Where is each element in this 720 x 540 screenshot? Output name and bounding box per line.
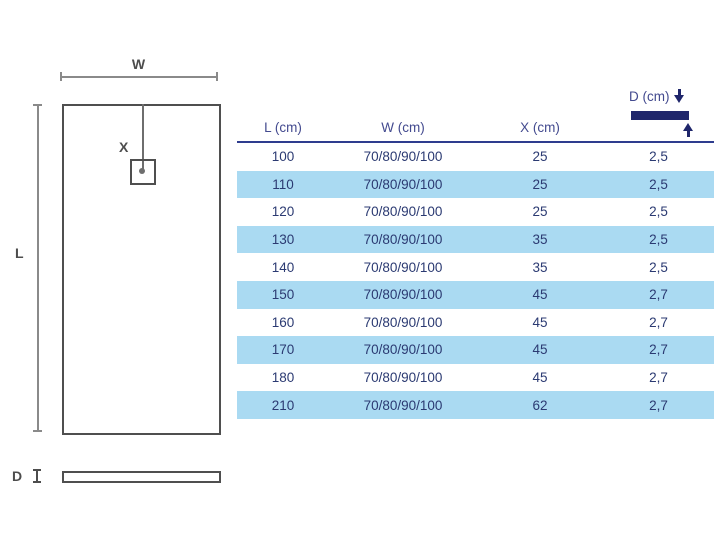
cell-depth: 2,5 <box>649 149 668 165</box>
depth-label: D <box>12 468 24 484</box>
drain-square <box>130 159 156 185</box>
length-dimension-line <box>37 104 39 432</box>
length-dimension-tick-top <box>33 104 42 106</box>
cell-length: 100 <box>271 149 295 165</box>
cell-width: 70/80/90/100 <box>363 287 443 303</box>
header-drain-offset: X (cm) <box>520 120 560 135</box>
cell-drain-offset: 25 <box>532 176 548 192</box>
cell-depth: 2,5 <box>649 204 668 220</box>
cell-drain-offset: 45 <box>532 342 548 358</box>
cell-depth: 2,5 <box>649 176 668 192</box>
cell-drain-offset: 25 <box>532 149 548 165</box>
cell-length: 160 <box>271 314 295 330</box>
cell-width: 70/80/90/100 <box>363 232 443 248</box>
cell-depth: 2,7 <box>649 314 668 330</box>
cell-drain-offset: 62 <box>532 397 548 413</box>
table-row: 160 70/80/90/100 45 2,7 <box>237 309 714 337</box>
cell-length: 150 <box>271 287 295 303</box>
depth-dimension-tick <box>33 469 41 483</box>
cell-width: 70/80/90/100 <box>363 342 443 358</box>
table-row: 210 70/80/90/100 62 2,7 <box>237 391 714 419</box>
table-row: 180 70/80/90/100 45 2,7 <box>237 364 714 392</box>
tray-outline <box>62 104 221 435</box>
drain-offset-line <box>142 104 144 172</box>
cell-length: 210 <box>271 397 295 413</box>
cell-drain-offset: 25 <box>532 204 548 220</box>
header-depth: D (cm) <box>603 86 714 141</box>
cell-length: 120 <box>271 204 295 220</box>
cell-width: 70/80/90/100 <box>363 370 443 386</box>
arrow-down-icon <box>673 89 685 104</box>
cell-depth: 2,5 <box>649 232 668 248</box>
width-dimension-tick-right <box>216 72 218 81</box>
depth-bar-graphic <box>631 111 689 120</box>
cell-depth: 2,7 <box>649 370 668 386</box>
dimensions-table: L (cm) W (cm) X (cm) D (cm) 100 70/80/90… <box>237 86 714 419</box>
table-row: 130 70/80/90/100 35 2,5 <box>237 225 714 254</box>
table-row: 100 70/80/90/100 25 2,5 <box>237 143 714 171</box>
tray-side-view <box>62 471 221 483</box>
cell-depth: 2,5 <box>649 259 668 275</box>
table-row: 140 70/80/90/100 35 2,5 <box>237 253 714 281</box>
table-header: L (cm) W (cm) X (cm) D (cm) <box>237 86 714 143</box>
header-width: W (cm) <box>381 120 425 135</box>
cell-depth: 2,7 <box>649 342 668 358</box>
table-row: 110 70/80/90/100 25 2,5 <box>237 170 714 199</box>
cell-width: 70/80/90/100 <box>363 397 443 413</box>
cell-drain-offset: 45 <box>532 287 548 303</box>
cell-width: 70/80/90/100 <box>363 204 443 220</box>
cell-drain-offset: 45 <box>532 314 548 330</box>
drain-offset-label: X <box>119 139 130 155</box>
length-dimension-tick-bottom <box>33 430 42 432</box>
drain-offset-line-end <box>139 168 145 174</box>
cell-depth: 2,7 <box>649 287 668 303</box>
table-row: 120 70/80/90/100 25 2,5 <box>237 198 714 226</box>
cell-width: 70/80/90/100 <box>363 149 443 165</box>
table-row: 150 70/80/90/100 45 2,7 <box>237 280 714 309</box>
cell-drain-offset: 35 <box>532 232 548 248</box>
cell-drain-offset: 45 <box>532 370 548 386</box>
length-dimension-label: L <box>15 245 25 261</box>
cell-drain-offset: 35 <box>532 259 548 275</box>
cell-length: 170 <box>271 342 295 358</box>
cell-length: 130 <box>271 232 295 248</box>
width-dimension-line <box>60 76 218 78</box>
cell-length: 110 <box>272 176 294 192</box>
width-dimension-tick-left <box>60 72 62 81</box>
arrow-up-icon <box>683 122 694 137</box>
cell-width: 70/80/90/100 <box>363 176 443 192</box>
header-depth-label: D (cm) <box>629 89 670 104</box>
table-rows: 100 70/80/90/100 25 2,5 110 70/80/90/100… <box>237 143 714 419</box>
width-dimension-label: W <box>131 56 147 72</box>
cell-width: 70/80/90/100 <box>363 259 443 275</box>
cell-length: 180 <box>271 370 295 386</box>
table-row: 170 70/80/90/100 45 2,7 <box>237 336 714 364</box>
cell-width: 70/80/90/100 <box>363 314 443 330</box>
cell-depth: 2,7 <box>649 397 668 413</box>
cell-length: 140 <box>271 259 295 275</box>
header-length: L (cm) <box>264 120 302 135</box>
